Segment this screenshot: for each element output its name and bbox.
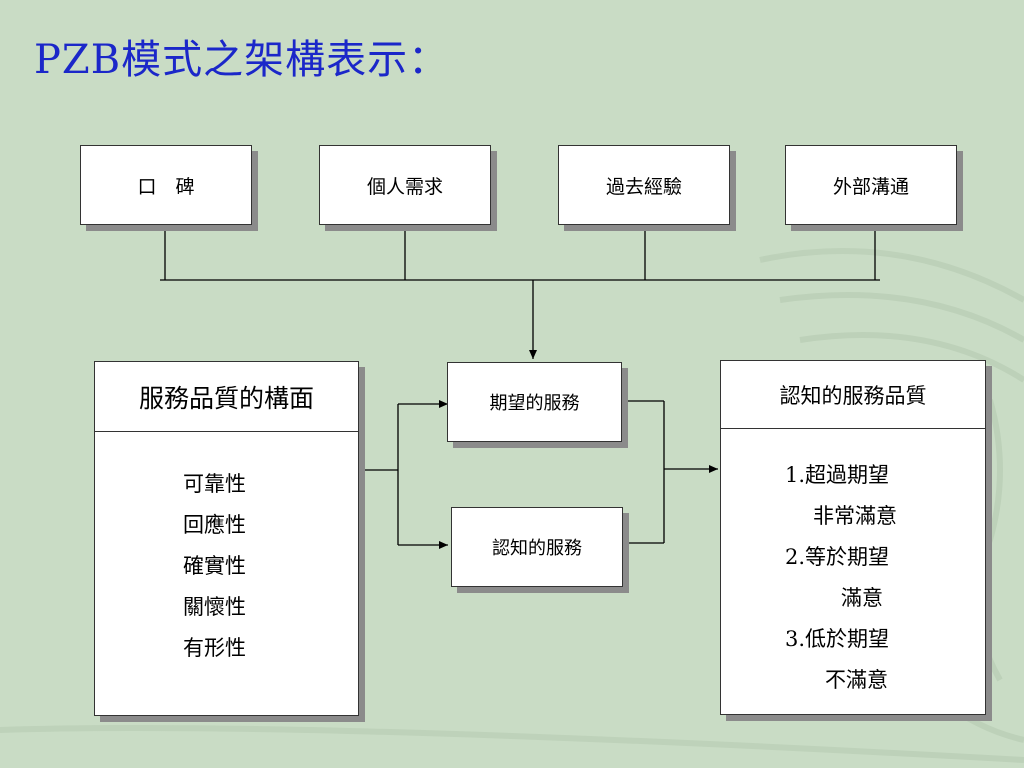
list-item: 2.等於期望 [785, 545, 890, 569]
list-item: 可靠性 [183, 472, 246, 496]
factor-word-of-mouth: 口 碑 [80, 145, 252, 225]
dimensions-header: 服務品質的構面 [95, 362, 358, 432]
factor-label: 外部溝通 [832, 175, 909, 198]
dimensions-list: 可靠性 回應性 確實性 關懷性 有形性 [183, 464, 246, 669]
factor-past-experience: 過去經驗 [558, 145, 730, 225]
list-item: 1.超過期望 [785, 463, 890, 487]
perceived-quality-panel: 認知的服務品質 1.超過期望 非常滿意 2.等於期望 滿意 3.低於期望 不滿意 [720, 360, 986, 715]
perceived-quality-list: 1.超過期望 非常滿意 2.等於期望 滿意 3.低於期望 不滿意 [785, 455, 897, 701]
page-title: PZB模式之架構表示： [34, 37, 450, 83]
perceived-quality-header: 認知的服務品質 [721, 361, 985, 429]
perceived-service-label: 認知的服務 [492, 538, 582, 559]
list-item: 非常滿意 [813, 504, 897, 528]
list-item: 3.低於期望 [785, 627, 890, 651]
factor-personal-needs: 個人需求 [319, 145, 491, 225]
dimensions-panel: 服務品質的構面 可靠性 回應性 確實性 關懷性 有形性 [94, 361, 359, 716]
list-item: 回應性 [183, 513, 246, 537]
list-item: 有形性 [183, 636, 246, 660]
factor-label: 個人需求 [366, 175, 443, 198]
list-item: 確實性 [183, 554, 246, 578]
factor-label: 過去經驗 [605, 175, 682, 198]
list-item: 滿意 [841, 586, 883, 610]
perceived-service-box: 認知的服務 [451, 507, 623, 587]
factor-external-communication: 外部溝通 [785, 145, 957, 225]
expected-service-label: 期望的服務 [489, 393, 580, 414]
list-item: 關懷性 [183, 595, 246, 619]
factor-label: 口 碑 [137, 175, 195, 198]
list-item: 不滿意 [825, 668, 888, 692]
expected-service-box: 期望的服務 [447, 362, 622, 442]
